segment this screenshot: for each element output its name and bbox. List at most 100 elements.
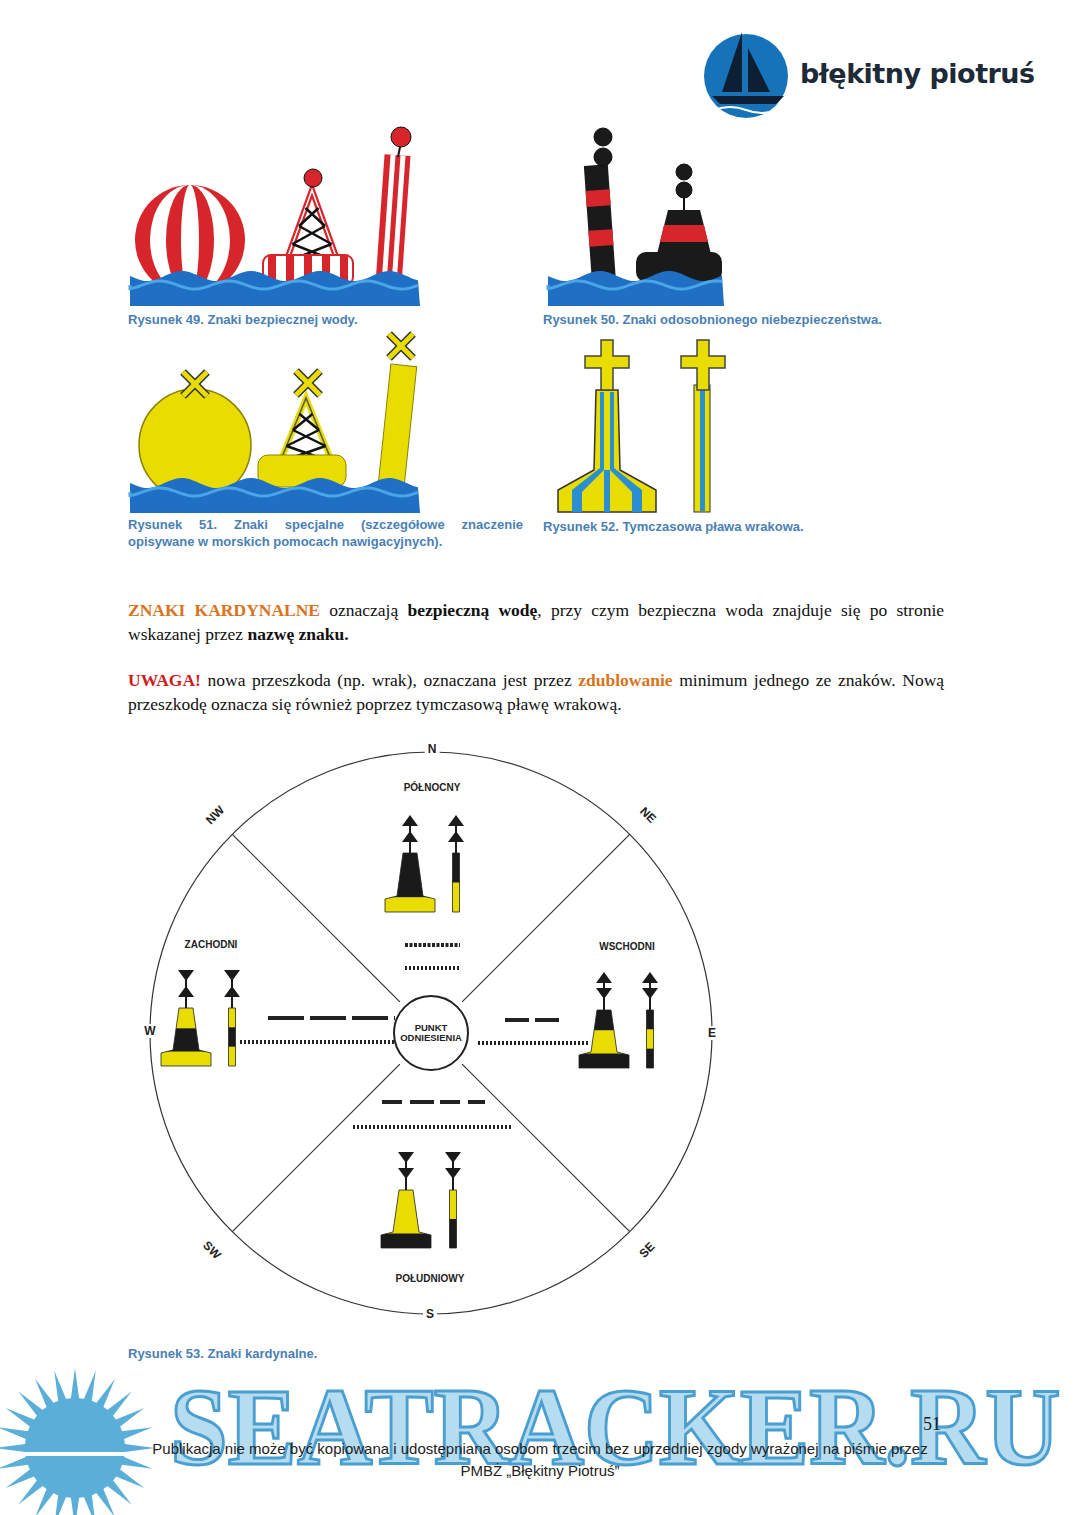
lattice-frame [286, 190, 338, 262]
compass-circle [150, 752, 712, 1314]
paragraph-text: nowa przeszkoda (np. wrak), oznaczana je… [208, 670, 572, 690]
logo-sail [748, 48, 770, 92]
figure-caption: Rysunek 50. Znaki odosobnionego niebezpi… [543, 311, 963, 328]
danger-pillar [584, 164, 616, 285]
cone-topmark [178, 986, 194, 997]
buoy-band [202, 1008, 262, 1028]
reference-point-circle: PUNKT ODNIESIENIA [393, 995, 469, 1071]
compass-label: S [423, 1307, 437, 1321]
buoy-outline [647, 1010, 654, 1068]
cone-topmark [224, 986, 240, 997]
node-text: PUNKT ODNIESIENIA [400, 1023, 462, 1044]
logo-disc [704, 34, 788, 118]
light-rhythm [353, 1125, 512, 1129]
buoy-band [620, 1010, 680, 1030]
sun-ray [71, 1496, 80, 1515]
x-topmark [296, 371, 320, 395]
cone-topmark [448, 815, 464, 826]
buoy-red-band [660, 225, 708, 242]
buoy-outline [381, 1190, 431, 1248]
x-topmark-outline [389, 334, 413, 358]
x-topmark [389, 334, 413, 358]
base-stripe [286, 256, 294, 284]
figure-caption: Rysunek 53. Znaki kardynalne. [128, 1345, 528, 1362]
buoy-outline [161, 1008, 211, 1066]
body-paragraph: UWAGA! nowa przeszkoda (np. wrak), oznac… [128, 668, 944, 716]
lattice-frame [280, 398, 332, 462]
light-rhythm [405, 966, 460, 970]
yellow-cross [681, 340, 725, 390]
figure-caption: Rysunek 51. Znaki specjalne (szczegółowe… [128, 516, 523, 550]
body-paragraph: ZNAKI KARDYNALNE oznaczają bezpieczną wo… [128, 598, 944, 646]
sun-ray [0, 1444, 27, 1453]
wreck-pole [694, 385, 710, 512]
cone-topmark [398, 1168, 414, 1179]
sun-ray [120, 1456, 152, 1468]
topmark-ball [676, 164, 692, 180]
compass-label: SE [634, 1237, 659, 1262]
buoy-band [574, 1010, 634, 1031]
cone-topmark [398, 1152, 414, 1163]
topmark-ball [594, 148, 612, 166]
compass-diagonal [462, 1064, 630, 1232]
buoy-outline [229, 1008, 236, 1066]
light-rhythm [268, 1016, 395, 1020]
buoy-body [656, 210, 712, 258]
wreck-stripe [604, 470, 610, 512]
x-topmark-outline [183, 372, 207, 396]
cone-topmark [596, 988, 612, 999]
yellow-pillar [378, 364, 417, 491]
buoy-band [380, 897, 440, 912]
wreck-stripe [572, 392, 604, 512]
cone-topmark [596, 972, 612, 983]
sea-wave [130, 271, 420, 306]
buoy-band [620, 1049, 680, 1069]
compass-diagonal [462, 834, 630, 1002]
buoy-band [156, 1008, 216, 1029]
lattice-brace [293, 226, 332, 244]
cone-topmark [445, 1168, 461, 1179]
logo-hull [712, 96, 784, 104]
wreck-stripe [610, 392, 642, 512]
buoy-band [423, 1190, 483, 1220]
lattice-frame-edge [286, 190, 338, 262]
sun-ray [71, 1368, 80, 1400]
light-rhythm [478, 1041, 590, 1045]
x-topmark [183, 372, 207, 396]
x-topmark [183, 372, 207, 396]
page-text: Publikacja nie może być kopiowana i udos… [130, 1438, 950, 1482]
paragraph-text: nazwę znaku. [248, 624, 349, 644]
cone-topmark [178, 970, 194, 981]
buoy-band [202, 1047, 262, 1067]
wreck-buoy-body [558, 390, 656, 512]
x-topmark [389, 334, 413, 358]
cone-topmark [224, 970, 240, 981]
wave-crest [548, 281, 722, 289]
compass-label: E [705, 1026, 719, 1040]
x-topmark-outline [183, 372, 207, 396]
topmark-ball [304, 169, 322, 187]
lattice-brace [287, 430, 326, 446]
wave-crest [130, 281, 418, 289]
buoy-band [380, 853, 440, 898]
cone-topmark [402, 831, 418, 842]
sun-ray [54, 1371, 66, 1403]
topmark-ball [676, 182, 692, 198]
x-topmark-outline [296, 371, 320, 395]
sun-ray [123, 1444, 155, 1453]
buoy-band [202, 1027, 262, 1047]
compass-diagonal [232, 1064, 400, 1232]
buoy-outline [450, 1190, 457, 1248]
footer-sun [0, 1368, 155, 1515]
sun-ray [120, 1427, 152, 1439]
buoy-outline [579, 1010, 629, 1068]
topmark-ball [594, 128, 612, 146]
paragraph-text: bezpieczną wodę [408, 600, 538, 620]
buoy-band [426, 853, 486, 883]
page-text: 51 [923, 1414, 941, 1435]
compass-label: SW [198, 1236, 226, 1264]
buoy-band [423, 1219, 483, 1249]
sea-wave [130, 478, 420, 513]
page-text: błękitny piotruś [800, 58, 1035, 89]
